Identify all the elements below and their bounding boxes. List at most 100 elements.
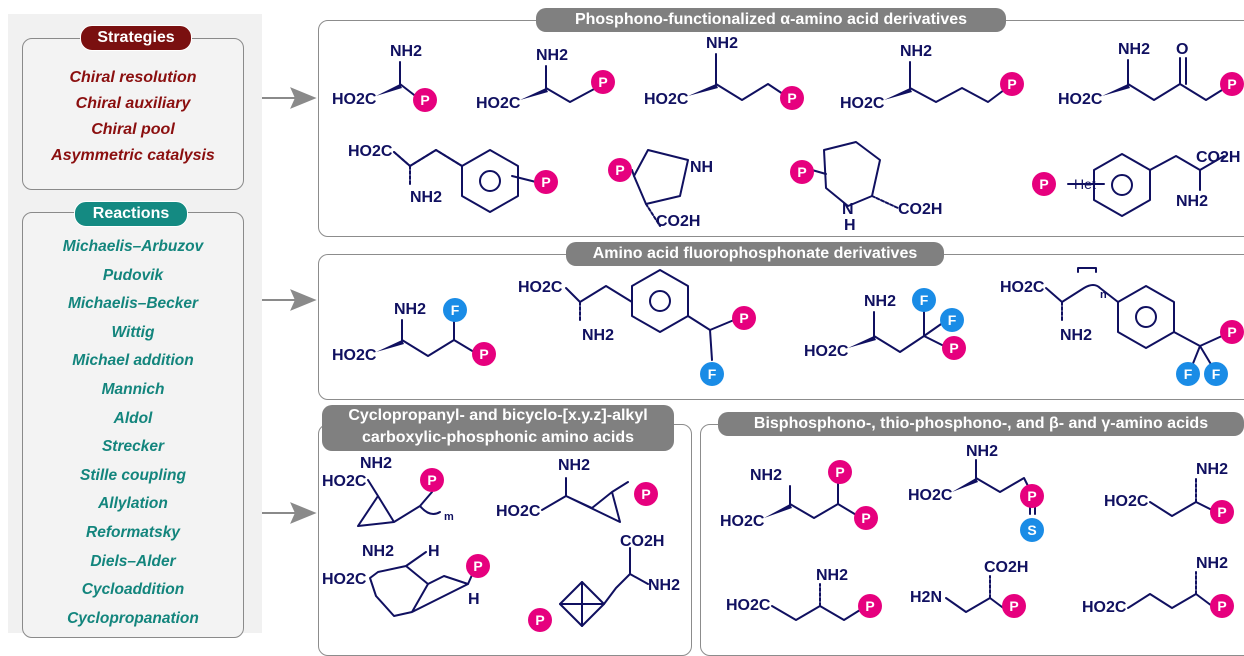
reaction-item: Cycloaddition xyxy=(81,581,185,599)
fluorine-badge xyxy=(443,298,467,322)
structure-bis-4: HO2C NH2 P xyxy=(726,567,882,621)
reactions-title: Reactions xyxy=(74,201,188,227)
svg-text:N: N xyxy=(842,201,854,218)
reactions-box: Michaelis–Arbuzov Pudovik Michaelis–Beck… xyxy=(22,212,244,638)
svg-text:P: P xyxy=(1217,504,1226,520)
reaction-item: Michael addition xyxy=(72,352,194,370)
structure-cyclo-2: HO2C NH2 P xyxy=(496,457,658,523)
svg-text:HO2C: HO2C xyxy=(804,343,849,360)
svg-text:n: n xyxy=(1100,289,1107,301)
cyclo-header-line2: carboxylic-phosphonic amino acids xyxy=(361,429,635,446)
phosphorus-badge xyxy=(1002,594,1026,618)
svg-text:P: P xyxy=(598,74,607,90)
strategy-item: Chiral pool xyxy=(91,121,175,138)
svg-text:NH2: NH2 xyxy=(864,293,896,310)
svg-text:HO2C: HO2C xyxy=(840,95,885,112)
fluorine-badge xyxy=(940,308,964,332)
structure-alpha-4: HO2C NH2 P xyxy=(840,43,1024,112)
structure-alpha-9: CO2H NH2 Het P xyxy=(1032,149,1240,217)
fluorine-badge xyxy=(1204,362,1228,386)
phosphorus-badge xyxy=(1000,72,1024,96)
svg-text:F: F xyxy=(708,366,717,382)
svg-text:CO2H: CO2H xyxy=(1196,149,1240,166)
svg-text:Het: Het xyxy=(1074,176,1096,192)
svg-text:H: H xyxy=(468,591,480,608)
svg-text:P: P xyxy=(865,598,874,614)
svg-text:NH2: NH2 xyxy=(558,457,590,474)
svg-text:HO2C: HO2C xyxy=(476,95,521,112)
structure-cyclo-3: HO2C NH2 H H P xyxy=(322,543,490,617)
reaction-item: Diels–Alder xyxy=(90,552,176,570)
fluorine-badge xyxy=(1176,362,1200,386)
svg-text:NH2: NH2 xyxy=(394,301,426,318)
svg-text:P: P xyxy=(427,472,436,488)
svg-text:NH2: NH2 xyxy=(816,567,848,584)
svg-text:NH2: NH2 xyxy=(1196,461,1228,478)
phosphorus-badge xyxy=(466,554,490,578)
svg-text:HO2C: HO2C xyxy=(348,143,393,160)
reaction-item: Michaelis–Becker xyxy=(67,295,199,313)
phosphorus-badge xyxy=(534,170,558,194)
phosphorus-badge xyxy=(1210,594,1234,618)
svg-text:HO2C: HO2C xyxy=(1104,493,1149,510)
cyclo-header-line1: Cyclopropanyl- and bicyclo-[x.y.z]-alkyl xyxy=(348,407,648,424)
strategy-item: Chiral resolution xyxy=(69,69,197,86)
phosphorus-badge xyxy=(1220,320,1244,344)
svg-text:HO2C: HO2C xyxy=(644,91,689,108)
svg-text:NH2: NH2 xyxy=(706,35,738,52)
svg-text:P: P xyxy=(1007,76,1016,92)
svg-text:HO2C: HO2C xyxy=(322,473,367,490)
reactions-list: Michaelis–Arbuzov Pudovik Michaelis–Beck… xyxy=(23,233,243,633)
svg-text:H: H xyxy=(428,543,440,560)
structure-fluoro-4: HO2C n NH2 P F F xyxy=(1000,267,1244,386)
structure-alpha-3: HO2C NH2 P xyxy=(644,35,804,110)
arrow-head xyxy=(290,289,317,311)
phosphorus-badge xyxy=(1210,500,1234,524)
strategy-item: Asymmetric catalysis xyxy=(51,147,215,164)
phosphorus-badge xyxy=(1032,172,1056,196)
phosphorus-badge xyxy=(780,86,804,110)
strategies-box: Chiral resolution Chiral auxiliary Chira… xyxy=(22,38,244,190)
svg-text:P: P xyxy=(1227,324,1236,340)
svg-text:NH2: NH2 xyxy=(1196,555,1228,572)
structure-bis-3: HO2C NH2 P xyxy=(1104,461,1234,524)
structure-bis-5: H2N CO2H P xyxy=(910,559,1028,618)
phosphorus-badge xyxy=(732,306,756,330)
structure-alpha-8: N H CO2H P xyxy=(790,141,942,234)
structure-alpha-7: NH CO2H P xyxy=(608,149,713,230)
fluorine-badge xyxy=(912,288,936,312)
svg-text:P: P xyxy=(641,486,650,502)
phosphorus-badge xyxy=(472,342,496,366)
phosphorus-badge xyxy=(790,160,814,184)
alpha-header: Phosphono-functionalized α-amino acid de… xyxy=(536,8,1006,32)
strategies-list: Chiral resolution Chiral auxiliary Chira… xyxy=(23,65,243,169)
phosphorus-badge xyxy=(413,88,437,112)
svg-text:P: P xyxy=(1027,488,1036,504)
svg-text:S: S xyxy=(1027,522,1036,538)
structure-alpha-6: HO2C NH2 P xyxy=(348,143,558,213)
svg-text:m: m xyxy=(444,511,454,523)
reaction-item: Michaelis–Arbuzov xyxy=(62,238,204,255)
reaction-item: Strecker xyxy=(101,438,165,456)
strategy-item: Chiral auxiliary xyxy=(75,95,191,112)
svg-text:CO2H: CO2H xyxy=(656,213,700,230)
structure-alpha-5: HO2C NH2 O P xyxy=(1058,41,1244,108)
fluoro-box xyxy=(318,254,1244,400)
fluoro-header: Amino acid fluorophosphonate derivatives xyxy=(566,242,944,266)
svg-text:HO2C: HO2C xyxy=(908,487,953,504)
svg-text:H2N: H2N xyxy=(910,589,942,606)
svg-text:F: F xyxy=(1212,366,1221,382)
svg-text:P: P xyxy=(787,90,796,106)
structure-bis-1: HO2C NH2 P P xyxy=(720,460,878,530)
svg-text:NH2: NH2 xyxy=(536,47,568,64)
structure-bis-2: HO2C NH2 P S xyxy=(908,443,1044,542)
svg-text:HO2C: HO2C xyxy=(496,503,541,520)
svg-text:P: P xyxy=(535,612,544,628)
svg-text:NH2: NH2 xyxy=(360,455,392,472)
reaction-item: Pudovik xyxy=(102,266,164,284)
phosphorus-badge xyxy=(854,506,878,530)
svg-text:HO2C: HO2C xyxy=(332,91,377,108)
svg-text:P: P xyxy=(615,162,624,178)
svg-text:HO2C: HO2C xyxy=(726,597,771,614)
structures-layer: .bd { stroke:#101060; stroke-width:2; fi… xyxy=(322,35,1244,632)
